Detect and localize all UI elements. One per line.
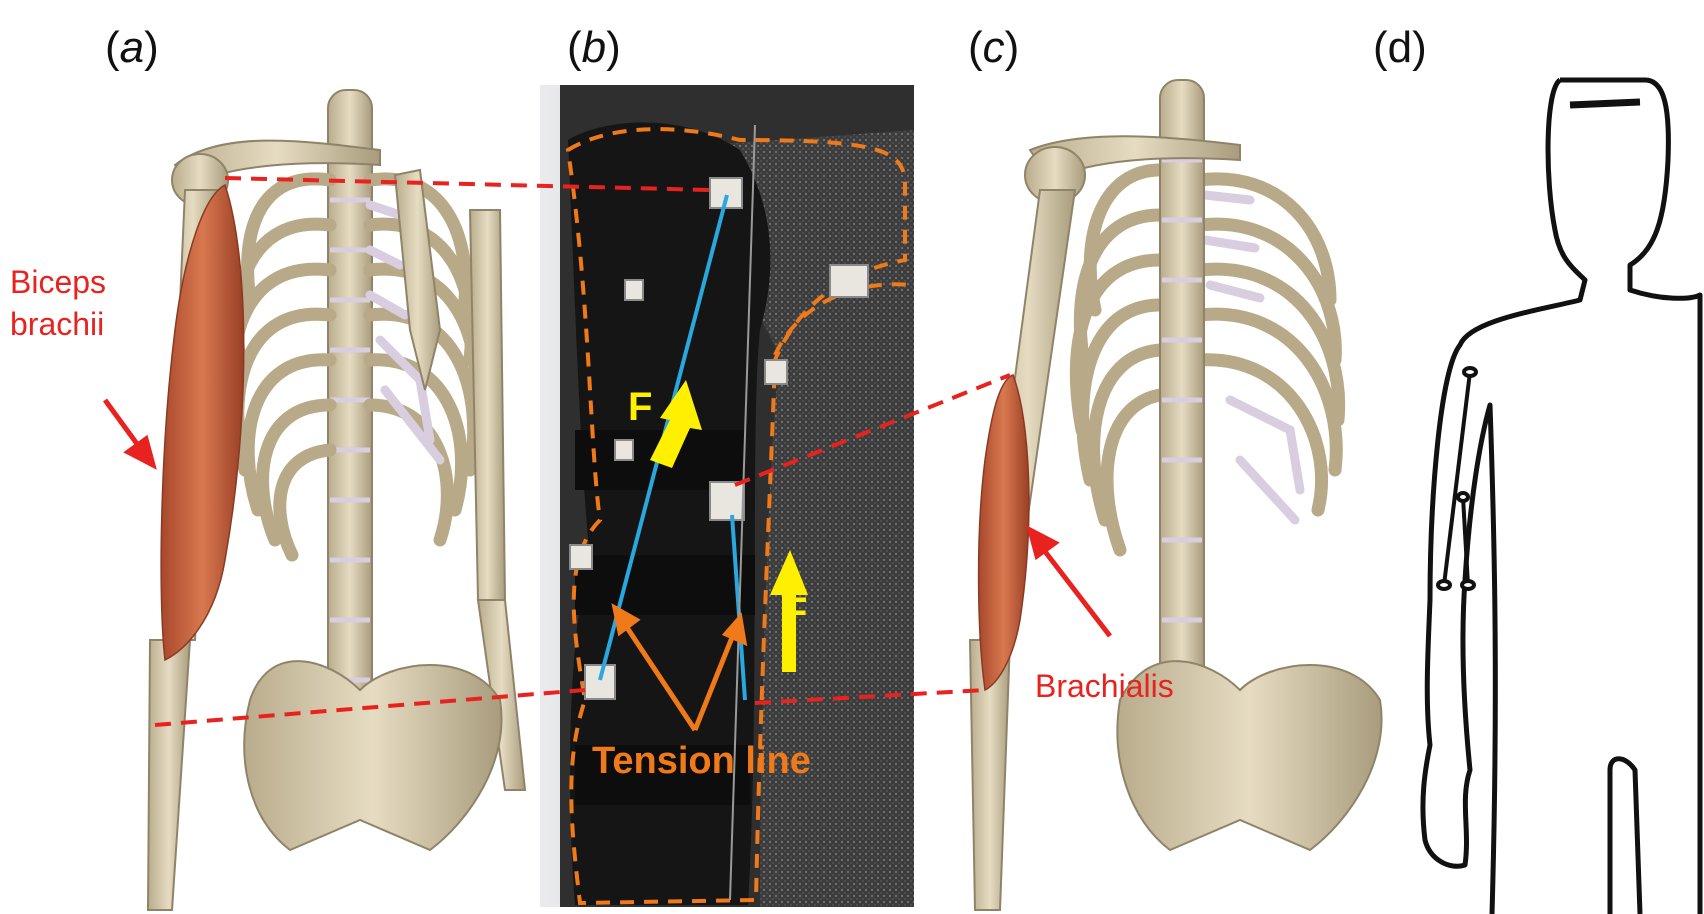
annotation-arrows [102, 398, 1112, 638]
suit-sleeve [568, 122, 771, 905]
biceps-label-line2: brachii [10, 306, 104, 342]
panel-d-silhouette [1420, 77, 1703, 914]
sensor-blocks [569, 177, 869, 700]
knit-sleeve [640, 130, 914, 907]
pelvis [243, 660, 503, 852]
tension-line-label: Tension line [592, 740, 811, 782]
right-humerus [468, 209, 507, 601]
alignment-lines [154, 176, 1011, 727]
silhouette-sensors [1436, 366, 1478, 591]
biceps-brachii-muscle [160, 183, 245, 662]
force-label-upper: F [628, 385, 652, 429]
panel-label-d: (d) [1373, 23, 1427, 72]
panel-label-b: (b) [567, 23, 621, 72]
force-arrow-upper [650, 380, 702, 468]
sternum [393, 168, 442, 391]
panel-label-a: (a) [105, 23, 159, 72]
tension-line-arrows [611, 603, 748, 732]
panel-a-skeleton [146, 89, 527, 911]
force-label-lower: F [783, 590, 807, 634]
panel-label-c: (c) [968, 23, 1019, 72]
panel-c-skeleton [968, 79, 1383, 911]
brachialis-label: Brachialis [1035, 668, 1174, 704]
force-arrow-lower [770, 550, 808, 672]
biceps-label-line1: Biceps [10, 264, 106, 300]
spine-c [1159, 79, 1205, 741]
clavicle [173, 139, 381, 187]
costal-cartilage [365, 200, 445, 465]
forearm-bones [146, 639, 192, 911]
spine [327, 89, 373, 731]
brachialis-muscle [977, 374, 1030, 692]
force-arrows [650, 380, 808, 672]
